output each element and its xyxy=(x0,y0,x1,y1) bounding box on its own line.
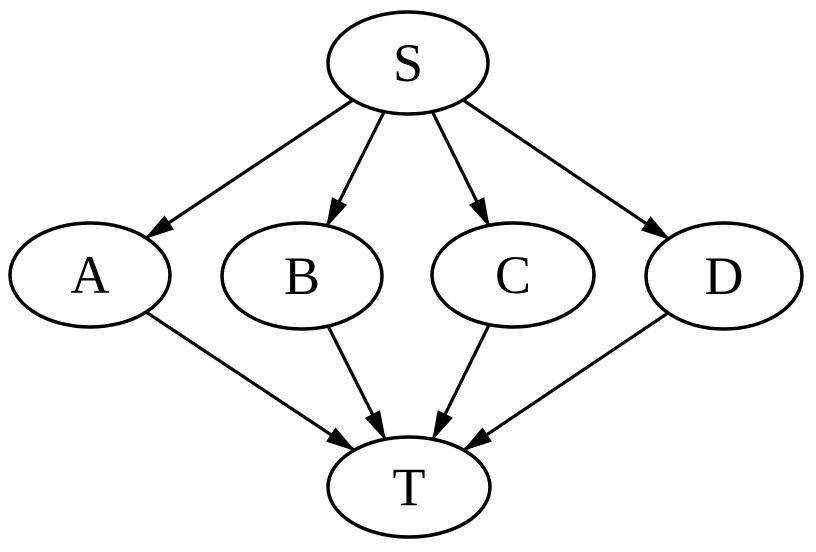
edges-layer xyxy=(144,98,671,452)
node-C: C xyxy=(430,221,596,329)
node-B-shape xyxy=(220,221,384,331)
node-S: S xyxy=(326,10,490,116)
node-T-label: T xyxy=(393,457,426,517)
node-A-shape xyxy=(8,221,172,329)
node-C-shape xyxy=(430,221,596,329)
node-A: A xyxy=(8,221,172,329)
node-B-label: B xyxy=(284,246,320,306)
edge-S-C xyxy=(430,110,491,228)
node-T: T xyxy=(326,435,492,539)
node-S-label: S xyxy=(393,33,423,93)
node-D: D xyxy=(644,221,804,331)
node-C-label: C xyxy=(495,245,531,305)
edge-B-T xyxy=(326,325,387,441)
edge-C-T xyxy=(431,324,491,441)
edge-S-D xyxy=(462,98,671,241)
node-A-label: A xyxy=(71,245,110,305)
edge-A-T xyxy=(145,310,356,452)
edge-D-T xyxy=(462,311,669,452)
edge-S-A xyxy=(144,98,354,240)
node-D-shape xyxy=(644,221,804,331)
node-T-shape xyxy=(326,435,492,539)
node-D-label: D xyxy=(705,246,744,306)
node-S-shape xyxy=(326,10,490,116)
node-B: B xyxy=(220,221,384,331)
edge-S-B xyxy=(325,111,386,228)
